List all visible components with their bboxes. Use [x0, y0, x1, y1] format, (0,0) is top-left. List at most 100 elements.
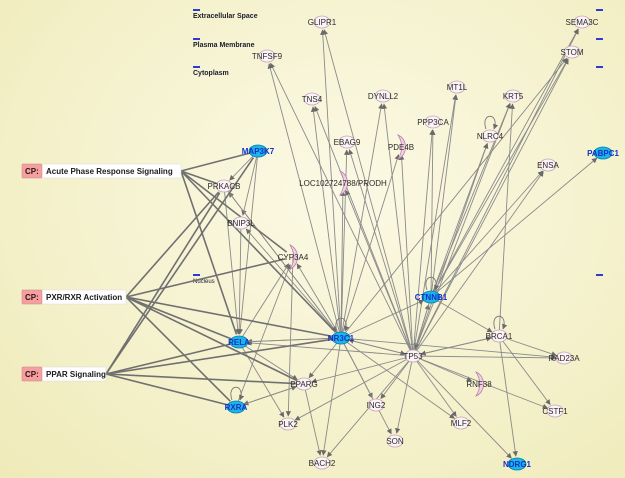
edge-RELA-CYP3A4 [238, 263, 290, 343]
node-mt1l[interactable]: MT1L [447, 80, 468, 94]
edge-TP53-SEMA3C [412, 28, 579, 357]
node-loc[interactable]: LOC102724788/PRODH [299, 170, 387, 196]
edge-TP53-PPARG [311, 355, 414, 384]
node-pparg[interactable]: PPARG [290, 377, 318, 391]
node-brca1[interactable]: BRCA1 [486, 329, 513, 343]
edge-TP53-STOM [412, 58, 569, 357]
edge-pxr-RXRA [125, 296, 231, 402]
node-bnip3l[interactable]: BNIP3L [227, 216, 255, 230]
node-plk2[interactable]: PLK2 [278, 417, 298, 431]
node-rad23a[interactable]: RAD23A [548, 351, 580, 365]
layer-label-cytoplasm: Cytoplasm [193, 70, 229, 77]
edge-NR3C1-CTNNB1 [340, 299, 425, 339]
node-map3k7[interactable]: MAP3K7 [242, 144, 275, 158]
node-krt5[interactable]: KRT5 [503, 89, 524, 103]
node-bach2[interactable]: BACH2 [309, 456, 336, 470]
edge-TP53-RAD23A [412, 355, 557, 361]
node-label-ing2: ING2 [367, 401, 386, 410]
pathway-prefix-badge [21, 163, 43, 179]
node-tp53[interactable]: TP53 [403, 349, 423, 363]
node-shape-plk2 [279, 417, 297, 431]
node-ppp3ca[interactable]: PPP3CA [417, 115, 449, 129]
node-cyp3a4[interactable]: CYP3A4 [278, 244, 309, 270]
node-shape-son [386, 434, 404, 448]
edge-ppar-MAP3K7 [105, 157, 255, 375]
node-shape-nlrc4 [481, 129, 499, 143]
node-shape-brca1 [490, 329, 508, 343]
node-ctnnb1[interactable]: CTNNB1 [415, 290, 448, 304]
node-label-stom: STOM [561, 48, 584, 57]
node-label-pabpc1: PABPC1 [587, 149, 619, 158]
node-ebag9[interactable]: EBAG9 [334, 135, 361, 149]
edge-RELA-PPARG [238, 341, 298, 381]
node-shape-pabpc1 [593, 146, 613, 160]
edge-RELA-PLK2 [238, 341, 285, 418]
node-tns4[interactable]: TNS4 [302, 92, 323, 106]
node-mlf2[interactable]: MLF2 [451, 416, 472, 430]
node-nlrc4[interactable]: NLRC4 [477, 129, 504, 143]
node-tnfsf9[interactable]: TNFSF9 [252, 49, 283, 63]
node-label-bach2: BACH2 [309, 459, 336, 468]
node-shape-glipr1 [313, 15, 331, 29]
edge-CTNNB1-PABPC1 [430, 157, 598, 298]
layer-label-nucleus: Nucleus [193, 279, 215, 285]
node-shape-tns4 [303, 92, 321, 106]
node-cstf1[interactable]: CSTF1 [542, 404, 568, 418]
edge-NR3C1-LOC [340, 190, 346, 339]
node-shape-nr3c1 [331, 331, 351, 345]
node-shape-rad23a [555, 351, 573, 365]
self-loop-NLRC4 [484, 115, 499, 130]
layer-marker-extracellular [193, 9, 200, 11]
edge-TP53-NDRG1 [412, 355, 512, 459]
pathway-acute[interactable]: CP:Acute Phase Response Signaling [21, 163, 182, 179]
node-stom[interactable]: STOM [561, 45, 584, 59]
node-shape-rnf38 [475, 371, 484, 397]
edge-TP53-MLF2 [412, 355, 457, 417]
edge-CTNNB1-ENSA [430, 170, 544, 298]
node-shape-mlf2 [452, 416, 470, 430]
node-nr3c1[interactable]: NR3C1 [328, 331, 355, 345]
node-ensa[interactable]: ENSA [537, 158, 560, 172]
edge-acute-MAP3K7 [180, 152, 251, 172]
node-glipr1[interactable]: GLIPR1 [308, 15, 337, 29]
pathway-pxr[interactable]: CP:PXR/RXR Activation [21, 289, 127, 305]
node-label-ensa: ENSA [537, 161, 559, 170]
edge-NR3C1-MLF2 [340, 337, 455, 419]
node-shape-sema3c [573, 15, 591, 29]
layer-marker-right-nucleus [596, 274, 603, 276]
edge-CTNNB1-BRCA1 [430, 296, 493, 333]
edge-NR3C1-TP53 [340, 337, 406, 356]
pathway-ppar[interactable]: CP:PPAR Signaling [21, 366, 107, 382]
node-rnf38[interactable]: RNF38 [466, 371, 492, 397]
node-son[interactable]: SON [386, 434, 404, 448]
node-label-rxra: RXRA [225, 403, 248, 412]
edge-ppar-PPARG [105, 373, 297, 385]
node-shape-bach2 [313, 456, 331, 470]
node-label-mt1l: MT1L [447, 83, 468, 92]
edge-CTNNB1-PPP3CA [430, 129, 436, 298]
layer-marker-cytoplasm [193, 66, 200, 68]
edge-pxr-NR3C1 [125, 296, 334, 338]
edge-NR3C1-CYP3A4 [296, 263, 342, 339]
pathway-label: PPAR Signaling [46, 370, 106, 379]
node-pabpc1[interactable]: PABPC1 [587, 146, 619, 160]
node-label-plk2: PLK2 [278, 420, 298, 429]
node-ndrg1[interactable]: NDRG1 [503, 457, 532, 471]
node-prkacb[interactable]: PRKACB [208, 179, 241, 193]
node-sema3c[interactable]: SEMA3C [566, 15, 599, 29]
edge-MAP3K7-BNIP3L [241, 150, 259, 216]
node-ing2[interactable]: ING2 [367, 398, 386, 412]
node-dynll2[interactable]: DYNLL2 [368, 89, 399, 103]
node-shape-ctnnb1 [421, 290, 441, 304]
edge-NR3C1-BNIP3L [245, 228, 342, 339]
node-label-map3k7: MAP3K7 [242, 147, 275, 156]
node-shape-mt1l [448, 80, 466, 94]
edge-CTNNB1-SEMA3C [430, 28, 579, 298]
node-label-bnip3l: BNIP3L [227, 219, 255, 228]
pathway-prefix-badge [21, 366, 43, 382]
edge-TP53-KRT5 [412, 102, 511, 357]
node-pde4b[interactable]: PDE4B [388, 134, 414, 160]
node-rxra[interactable]: RXRA [225, 400, 248, 414]
node-rela[interactable]: RELA [228, 335, 250, 349]
edge-acute-PRKACB [180, 170, 217, 185]
